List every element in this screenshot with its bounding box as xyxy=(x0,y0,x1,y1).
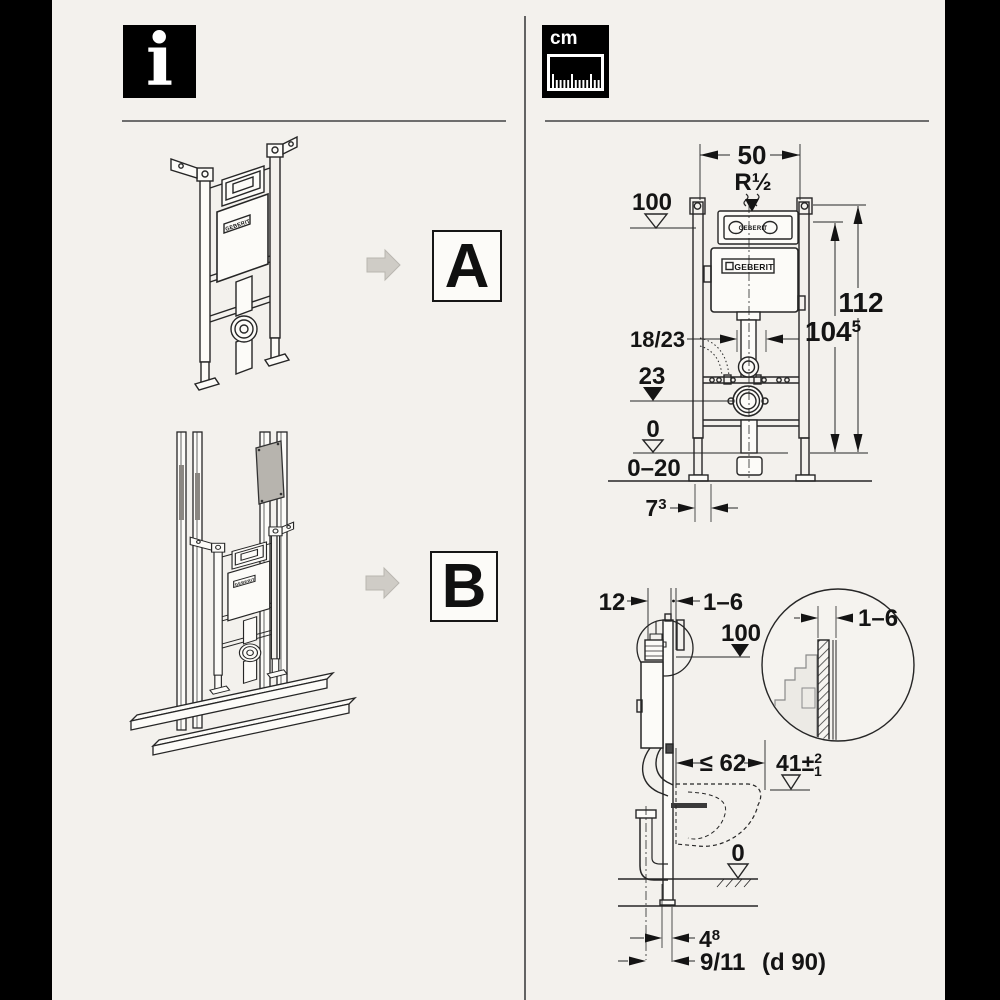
dim-width-label: 50 xyxy=(738,140,767,170)
step-b-label: B xyxy=(441,552,487,621)
dim-height-rail-label: 1045 xyxy=(805,316,861,347)
dim-outlet-note-label: (d 90) xyxy=(762,949,826,976)
step-b-box: B xyxy=(430,551,498,622)
side-elevation-drawing: 12 1–6 100 xyxy=(599,588,915,976)
header-rule-left xyxy=(122,120,506,122)
header-rule-right xyxy=(545,120,929,122)
dim-frame-depth-label: 12 xyxy=(599,589,626,616)
step-a-box: A xyxy=(432,230,502,302)
level-zero-label: 0 xyxy=(646,416,659,443)
info-icon: i xyxy=(123,16,196,102)
dimensions-cm-icon: cm xyxy=(542,25,609,98)
water-connection-label: R½ xyxy=(734,169,771,196)
side-level-actuator-label: 100 xyxy=(721,620,761,647)
dim-outlet-center-label: 9/11 xyxy=(700,949,745,976)
level-outlet-label: 23 xyxy=(639,363,666,390)
dim-wall-thickness-label: 1–6 xyxy=(703,589,743,616)
dim-foot-label: 73 xyxy=(645,495,666,521)
floor-range-label: 0–20 xyxy=(627,455,680,482)
actuator-brand-label: GEBERIT xyxy=(739,226,768,232)
dim-outlet-offset-label: 48 xyxy=(699,926,720,952)
ruler-icon xyxy=(547,54,604,91)
cm-unit-label: cm xyxy=(550,28,578,49)
front-elevation-drawing: 50 R½ 100 GEBERIT xyxy=(608,140,884,522)
cistern-brand-label: GEBERIT xyxy=(734,262,774,272)
figure-b-drawing xyxy=(128,431,358,756)
figure-a-drawing xyxy=(170,136,298,391)
info-icon-glyph: i xyxy=(145,16,174,102)
arrow-to-a-icon xyxy=(366,248,401,282)
detail-wall-thickness-label: 1–6 xyxy=(858,605,898,632)
arrow-to-b-icon xyxy=(365,566,400,600)
scan-edge-left xyxy=(0,0,52,1000)
step-a-label: A xyxy=(444,231,490,301)
side-level-zero-label: 0 xyxy=(731,840,744,867)
dim-pan-depth-label: ≤ 62 xyxy=(700,750,747,777)
dim-height-total-label: 112 xyxy=(838,287,883,318)
dim-pipe-offset-label: 18/23 xyxy=(630,327,685,352)
column-divider xyxy=(524,16,526,1000)
level-actuator-label: 100 xyxy=(632,189,672,216)
scan-edge-right xyxy=(945,0,1000,1000)
